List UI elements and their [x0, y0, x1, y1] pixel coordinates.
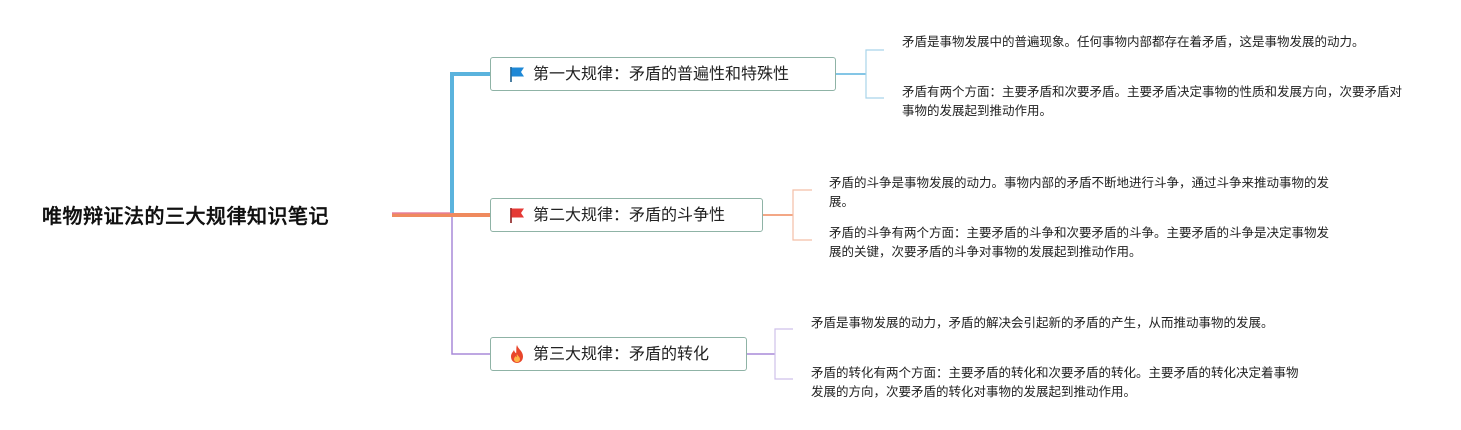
branch-2-note-1[interactable]: 矛盾的斗争是事物发展的动力。事物内部的矛盾不断地进行斗争，通过斗争来推动事物的发… [829, 175, 1330, 209]
blue-flag-icon [507, 64, 527, 84]
branch-2-note-2[interactable]: 矛盾的斗争有两个方面：主要矛盾的斗争和次要矛盾的斗争。主要矛盾的斗争是决定事物发… [829, 225, 1330, 259]
branch-3-label: 第三大规律：矛盾的转化 [533, 344, 710, 363]
branch-1-note-1[interactable]: 矛盾是事物发展中的普遍现象。任何事物内部都存在着矛盾，这是事物发展的动力。 [902, 34, 1365, 49]
branch-node-3[interactable]: 第三大规律：矛盾的转化 [490, 337, 747, 371]
branch-2-notes-bracket [792, 189, 812, 241]
branch-3-note-1[interactable]: 矛盾是事物发展的动力，矛盾的解决会引起新的矛盾的产生，从而推动事物的发展。 [811, 315, 1274, 330]
branch-3-note-2[interactable]: 矛盾的转化有两个方面：主要矛盾的转化和次要矛盾的转化。主要矛盾的转化决定着事物发… [811, 365, 1299, 399]
branch-node-2[interactable]: 第二大规律：矛盾的斗争性 [490, 198, 763, 232]
branch-3-notes-bracket [774, 328, 793, 380]
mindmap-root-title[interactable]: 唯物辩证法的三大规律知识笔记 [42, 204, 329, 228]
branch-1-connector [450, 72, 490, 213]
fire-icon [507, 344, 527, 364]
red-flag-icon [507, 205, 527, 225]
branch-1-note-2[interactable]: 矛盾有两个方面：主要矛盾和次要矛盾。主要矛盾决定事物的性质和发展方向，次要矛盾对… [902, 84, 1403, 118]
branch-node-1[interactable]: 第一大规律：矛盾的普遍性和特殊性 [490, 57, 836, 91]
branch-3-connector [451, 217, 490, 355]
branch-1-label: 第一大规律：矛盾的普遍性和特殊性 [533, 64, 790, 83]
branch-2-label: 第二大规律：矛盾的斗争性 [533, 205, 726, 224]
branch-1-notes-bracket [865, 49, 884, 99]
